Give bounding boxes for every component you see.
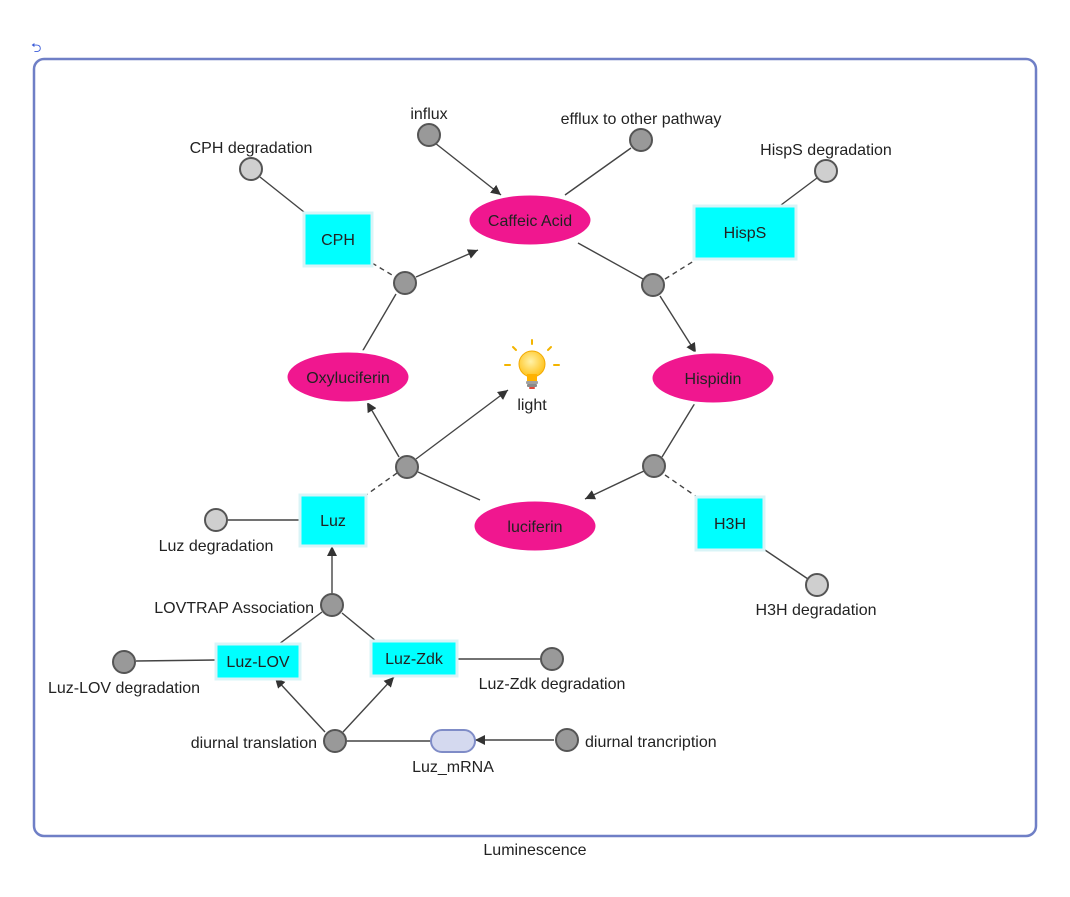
mrna-label: Luz_mRNA: [412, 759, 494, 776]
process-node-h3h[interactable]: [642, 454, 666, 478]
metabolite-caffeic-acid[interactable]: Caffeic Acid: [466, 192, 594, 248]
metabolite-label: Caffeic Acid: [488, 213, 572, 230]
enzyme-label: HispS: [724, 225, 767, 242]
enzyme-label: Luz-Zdk: [385, 651, 444, 668]
metabolite-label: Hispidin: [685, 371, 742, 388]
sink-node-h3h-degradation[interactable]: [805, 573, 829, 597]
light-bulb-icon[interactable]: [504, 339, 560, 389]
hisps-degradation-label: HispS degradation: [760, 142, 892, 159]
metabolite-label: Oxyluciferin: [306, 370, 390, 387]
node-labels: influx efflux to other pathway CPH degra…: [48, 106, 892, 752]
process-nodes: [112, 123, 838, 753]
enzyme-h3h[interactable]: H3H: [694, 495, 766, 552]
enzyme-luz-lov[interactable]: Luz-LOV: [214, 642, 302, 681]
luz-degradation-label: Luz degradation: [159, 538, 274, 555]
sink-node-cph-degradation[interactable]: [239, 157, 263, 181]
mrna-luz[interactable]: Luz_mRNA: [412, 729, 494, 776]
luz-zdk-degradation-label: Luz-Zdk degradation: [479, 676, 626, 693]
process-node-diurnal-translation[interactable]: [323, 729, 347, 753]
source-node-influx[interactable]: [417, 123, 441, 147]
lovtrap-association-label: LOVTRAP Association: [154, 600, 314, 617]
enzyme-label: Luz-LOV: [226, 654, 289, 671]
process-node-cph[interactable]: [393, 271, 417, 295]
metabolite-label: luciferin: [507, 519, 562, 536]
enzyme-cph[interactable]: CPH: [302, 211, 374, 268]
enzyme-hisps[interactable]: HispS: [692, 204, 798, 261]
h3h-degradation-label: H3H degradation: [756, 602, 877, 619]
swap-icon[interactable]: ⮌: [31, 40, 42, 55]
diurnal-translation-label: diurnal translation: [191, 735, 317, 752]
edges: [135, 142, 818, 745]
metabolite-oxyluciferin[interactable]: Oxyluciferin: [284, 349, 412, 405]
metabolite-luciferin[interactable]: luciferin: [471, 498, 599, 554]
efflux-label: efflux to other pathway: [561, 111, 722, 128]
sink-node-luz-zdk-degradation[interactable]: [540, 647, 564, 671]
enzyme-label: CPH: [321, 232, 355, 249]
compartment-luminescence[interactable]: [32, 57, 1038, 838]
influx-label: influx: [410, 106, 447, 123]
process-node-hisps[interactable]: [641, 273, 665, 297]
enzyme-luz-zdk[interactable]: Luz-Zdk: [369, 639, 459, 678]
compartment-label: Luminescence: [483, 842, 586, 859]
source-node-diurnal-transcription[interactable]: [555, 728, 579, 752]
sink-node-luz-lov-degradation[interactable]: [112, 650, 136, 674]
sink-node-efflux[interactable]: [629, 128, 653, 152]
enzyme-luz[interactable]: Luz: [298, 493, 368, 548]
light-label: light: [517, 397, 547, 414]
diurnal-transcription-label: diurnal trancription: [585, 734, 717, 751]
cph-degradation-label: CPH degradation: [190, 140, 313, 157]
enzyme-label: Luz: [320, 513, 346, 530]
sink-node-hisps-degradation[interactable]: [814, 159, 838, 183]
process-node-luz[interactable]: [395, 455, 419, 479]
metabolite-hispidin[interactable]: Hispidin: [649, 350, 777, 406]
process-node-lovtrap[interactable]: [320, 593, 344, 617]
sink-node-luz-degradation[interactable]: [204, 508, 228, 532]
luz-lov-degradation-label: Luz-LOV degradation: [48, 680, 200, 697]
enzyme-label: H3H: [714, 516, 746, 533]
